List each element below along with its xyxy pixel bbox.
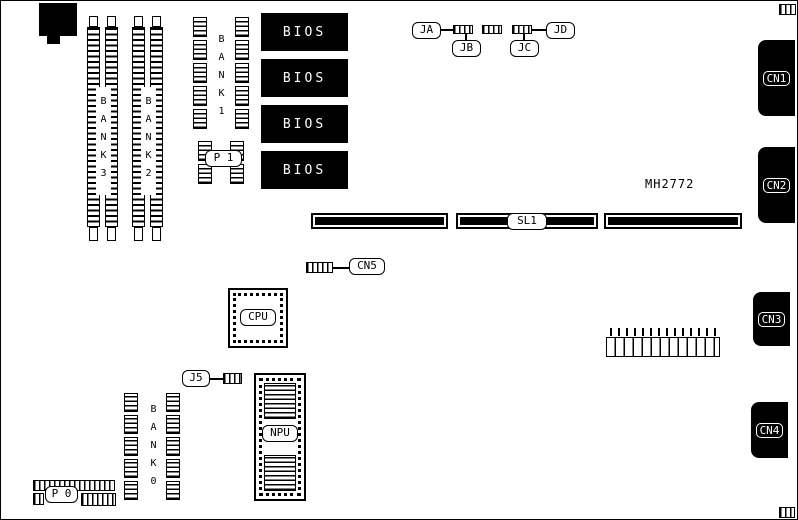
jumper-jb-label: JB xyxy=(452,40,481,57)
dip-chip xyxy=(235,86,249,106)
bios-label: BIOS xyxy=(282,162,327,178)
simm-tab xyxy=(89,227,98,241)
simm-tab xyxy=(107,16,116,27)
dip-chip xyxy=(235,109,249,129)
jumper-jd-label: JD xyxy=(546,22,575,39)
edge-connector xyxy=(779,507,795,518)
bank2-label: BANK2 xyxy=(141,87,156,195)
dip-chip xyxy=(235,63,249,83)
callout-wire xyxy=(532,29,546,31)
dip-chip xyxy=(230,164,244,184)
bios-chip: BIOS xyxy=(261,13,348,51)
dip-chip xyxy=(124,393,138,412)
simm-tab xyxy=(134,227,143,241)
dip-chip xyxy=(166,437,180,456)
callout-wire xyxy=(441,29,453,31)
dip-chip xyxy=(124,481,138,500)
simm-tab xyxy=(152,227,161,241)
connector-cn1: CN1 xyxy=(758,40,795,116)
jumper-ja-label: JA xyxy=(412,22,441,39)
slot-core xyxy=(315,217,444,225)
expansion-slot xyxy=(311,213,448,229)
slot-core xyxy=(608,217,738,225)
cn4-label: CN4 xyxy=(755,422,784,438)
callout-wire xyxy=(333,267,349,269)
jumper-pin-header xyxy=(482,25,502,34)
cn1-label: CN1 xyxy=(762,70,791,86)
callout-wire xyxy=(210,378,223,380)
jumper-pin-header xyxy=(453,25,473,34)
bios-chip: BIOS xyxy=(261,59,348,97)
cpu-pin-ring xyxy=(233,293,283,343)
npu-label: NPU xyxy=(262,425,298,442)
bios-chip: BIOS xyxy=(261,151,348,189)
bank3-label: BANK3 xyxy=(96,87,111,195)
callout-wire xyxy=(523,34,525,41)
simm-tab xyxy=(134,16,143,27)
p0-chip xyxy=(33,493,44,505)
keyboard-connector xyxy=(39,3,77,36)
j5-pin-header xyxy=(223,373,242,384)
bios-label: BIOS xyxy=(282,24,327,40)
cn5-pin-header xyxy=(306,262,333,273)
npu-pin-ring xyxy=(259,378,301,496)
dip-chip xyxy=(193,63,207,83)
jumper-j5-label: J5 xyxy=(182,370,210,387)
dip-chip xyxy=(193,86,207,106)
sl1-label: SL1 xyxy=(507,213,547,230)
dip-chip xyxy=(124,459,138,478)
jumper-jc-label: JC xyxy=(510,40,539,57)
simm-tab xyxy=(152,16,161,27)
bank1-label: BANK1 xyxy=(212,29,229,129)
cpu-label: CPU xyxy=(240,309,276,326)
dip-chip xyxy=(166,459,180,478)
bios-label: BIOS xyxy=(282,116,327,132)
p0-label: P 0 xyxy=(45,486,78,503)
part-number: MH2772 xyxy=(645,177,695,191)
simm-tab xyxy=(107,227,116,241)
edge-connector xyxy=(779,4,796,15)
dip-chip xyxy=(235,40,249,60)
p0-chip xyxy=(81,493,116,506)
dip-chip xyxy=(193,40,207,60)
connector-cn3: CN3 xyxy=(753,292,790,346)
keyboard-connector-tab xyxy=(47,36,60,44)
dip-chip xyxy=(124,437,138,456)
cn3-label: CN3 xyxy=(757,311,786,327)
jumper-pin-header xyxy=(512,25,532,34)
cn5-label: CN5 xyxy=(349,258,385,275)
dip-chip xyxy=(124,415,138,434)
bank0-label: BANK0 xyxy=(144,399,161,499)
dip-chip xyxy=(166,415,180,434)
callout-wire xyxy=(465,34,467,41)
connector-cn4: CN4 xyxy=(751,402,788,458)
dip-chip xyxy=(166,481,180,500)
cn2-label: CN2 xyxy=(762,177,791,193)
simm-tab xyxy=(89,16,98,27)
pin-header-row xyxy=(610,328,716,336)
npu-pin-field xyxy=(264,455,296,491)
npu-pin-field xyxy=(264,383,296,419)
dip-chip xyxy=(166,393,180,412)
bios-chip: BIOS xyxy=(261,105,348,143)
dip-chip xyxy=(235,17,249,37)
connector-cn2: CN2 xyxy=(758,147,795,223)
bios-label: BIOS xyxy=(282,70,327,86)
multipin-connector xyxy=(606,337,720,357)
dip-chip xyxy=(193,17,207,37)
expansion-slot xyxy=(604,213,742,229)
p1-label: P 1 xyxy=(205,150,242,167)
dip-chip xyxy=(193,109,207,129)
dip-chip xyxy=(198,164,212,184)
